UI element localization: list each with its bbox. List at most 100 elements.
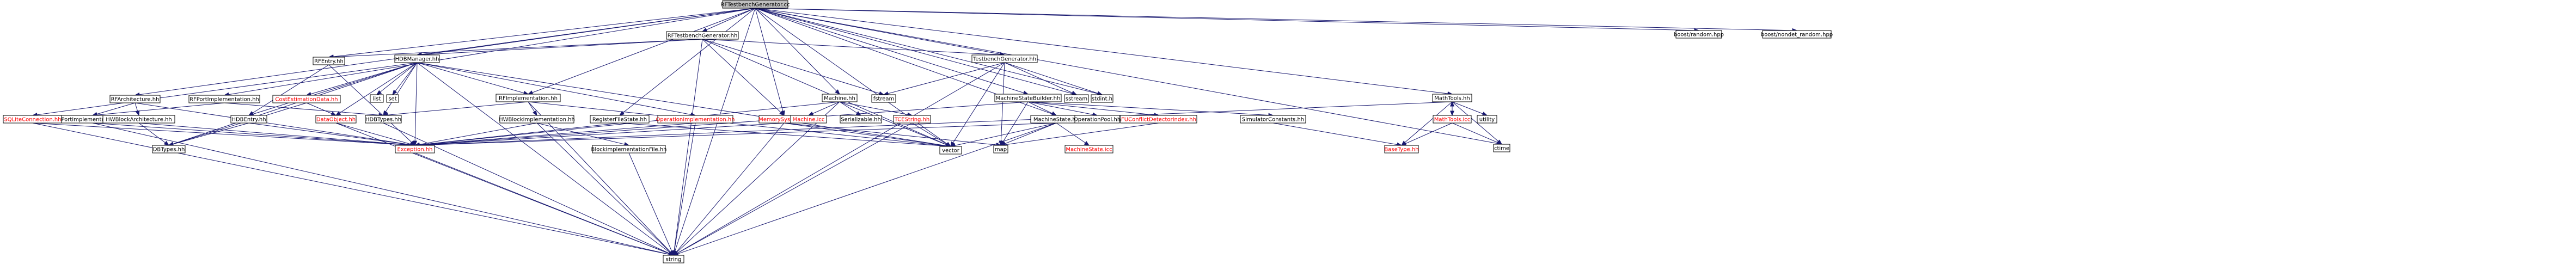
edge-hdbmanager-to-opimpl — [417, 62, 696, 116]
edge-hdbmanager-to-costest — [306, 62, 418, 96]
edge-root-to-memsys — [755, 8, 785, 116]
node-box — [1384, 145, 1419, 154]
node-hdbmanager[interactable]: HDBManager.hh — [394, 54, 440, 63]
node-label: FUConflictDetectorIndex.hh — [1121, 117, 1196, 123]
node-machine_icc[interactable]: Machine.icc — [790, 115, 827, 124]
edge-hdbmanager-to-dbtypes — [168, 62, 418, 146]
edge-memsys-to-exception — [414, 122, 785, 146]
edge-hwblockimpl-to-string — [536, 122, 674, 256]
node-testbenchgen[interactable]: TestbenchGenerator.hh — [971, 54, 1038, 63]
node-rfportimpl[interactable]: RFPortImplementation.hh — [188, 95, 260, 103]
node-boost_random[interactable]: boost/random.hpp — [1674, 30, 1724, 39]
edge-msbuilder-to-oppool — [1027, 101, 1098, 116]
edge-machinestate-to-vector — [950, 122, 1057, 147]
node-ctime[interactable]: ctime — [1493, 144, 1510, 152]
node-hwblockimpl[interactable]: HWBlockImplementation.hh — [499, 115, 575, 124]
node-hwblockarch[interactable]: HWBlockArchitecture.hh — [102, 115, 175, 124]
arrowhead — [701, 27, 708, 32]
node-serializable[interactable]: Serializable.hh — [840, 115, 882, 124]
edge-machine-to-vector — [839, 101, 951, 147]
edge-root-to-boost_nondet — [755, 8, 1797, 31]
node-oppool[interactable]: OperationPool.hh — [1074, 115, 1121, 124]
node-rfimpl[interactable]: RFImplementation.hh — [495, 94, 561, 102]
node-label: MachineStateBuilder.hh — [996, 96, 1061, 102]
node-mathtools_icc[interactable]: MathTools.icc — [1433, 115, 1472, 124]
node-vector[interactable]: vector — [939, 146, 962, 155]
edge-machinestate-to-exception — [414, 122, 1057, 146]
node-label: MathTools.hh — [1434, 96, 1470, 102]
node-box — [893, 115, 931, 124]
arrowhead — [392, 89, 397, 96]
node-rftg_h[interactable]: RFTestbenchGenerator.hh — [666, 31, 739, 40]
node-label: list — [373, 96, 381, 102]
node-list[interactable]: list — [370, 94, 384, 103]
node-msbuilder[interactable]: MachineStateBuilder.hh — [994, 94, 1062, 102]
node-box — [790, 115, 827, 124]
edge-rfarch-to-portimpl — [92, 102, 136, 116]
node-mathtools[interactable]: MathTools.hh — [1432, 94, 1472, 102]
node-tcestring[interactable]: TCEString.hh — [893, 115, 931, 124]
node-label: RFTestbenchGenerator.cc — [721, 2, 790, 8]
node-label: Machine.hh — [824, 96, 855, 102]
node-sqlite[interactable]: SQLiteConnection.hh — [3, 115, 63, 124]
edge-msbuilder-to-machinestate — [1027, 101, 1057, 116]
node-costest[interactable]: CostEstimationData.hh — [272, 95, 341, 103]
node-blockimplfile[interactable]: BlockImplementationFile.hh — [591, 145, 667, 154]
node-map[interactable]: map — [993, 145, 1008, 154]
node-box — [188, 95, 260, 103]
node-simconst[interactable]: SimulatorConstants.hh — [1240, 115, 1306, 124]
node-dataobject[interactable]: DataObject.hh — [315, 115, 357, 124]
edge-hdbtypes-to-string — [383, 122, 674, 256]
node-label: HDBEntry.hh — [231, 117, 266, 123]
node-dbtypes[interactable]: DBTypes.hh — [152, 145, 186, 154]
node-regfilestate[interactable]: RegisterFileState.hh — [590, 115, 650, 124]
node-label: DataObject.hh — [316, 117, 356, 123]
node-box — [1240, 115, 1306, 124]
node-hdbentry[interactable]: HDBEntry.hh — [230, 115, 267, 124]
node-hdbtypes[interactable]: HDBTypes.hh — [365, 115, 402, 124]
node-box — [315, 115, 357, 124]
node-rfentry[interactable]: RFEntry.hh — [313, 57, 345, 65]
node-boost_nondet[interactable]: boost/nondet_random.hpp — [1761, 30, 1833, 39]
node-label: TCEString.hh — [894, 117, 930, 123]
node-basetype[interactable]: BaseType.hh — [1384, 145, 1419, 154]
edge-opimpl-to-exception — [414, 122, 696, 146]
node-opimpl[interactable]: OperationImplementation.hh — [656, 115, 735, 124]
edge-testbenchgen-to-stdint — [1004, 62, 1103, 95]
edge-hdbmanager-to-sqlite — [32, 62, 418, 116]
edge-regfilestate-to-exception — [414, 122, 620, 146]
node-box — [109, 95, 161, 103]
edge-simconst-to-basetype — [1272, 122, 1402, 146]
node-label: Machine.icc — [793, 117, 825, 123]
node-label: RFImplementation.hh — [499, 96, 558, 102]
node-box — [499, 115, 574, 124]
node-label: OperationPool.hh — [1074, 117, 1121, 123]
node-label: boost/random.hpp — [1674, 32, 1724, 38]
edge-fuconflict-to-map — [1000, 122, 1159, 146]
node-machine[interactable]: Machine.hh — [822, 94, 858, 102]
edge-root-to-rfimpl — [528, 8, 756, 95]
node-box — [152, 145, 186, 154]
node-machinestate_icc[interactable]: MachineState.icc — [1064, 145, 1113, 154]
node-sstream[interactable]: sstream — [1064, 94, 1089, 103]
node-rfarch[interactable]: RFArchitecture.hh — [109, 95, 161, 103]
edge-machinestate-to-machinestate_icc — [1056, 122, 1090, 146]
node-box — [230, 115, 267, 124]
node-stdint[interactable]: stdint.h — [1091, 94, 1113, 103]
node-string[interactable]: string — [663, 255, 684, 263]
arrowhead — [533, 110, 537, 116]
edge-root-to-machine — [755, 8, 840, 95]
node-set[interactable]: set — [386, 94, 399, 103]
node-fstream[interactable]: fstream — [871, 94, 896, 103]
node-box — [395, 145, 435, 154]
node-exception[interactable]: Exception.hh — [395, 145, 435, 154]
node-box — [1675, 30, 1722, 39]
node-box — [666, 31, 739, 40]
node-fuconflict[interactable]: FUConflictDetectorIndex.hh — [1120, 115, 1197, 124]
edge-hwblockimpl-to-blockimplfile — [536, 122, 629, 146]
edge-rfentry-to-hdbentry — [248, 64, 329, 116]
edge-mathtools-to-utility — [1452, 101, 1488, 116]
node-utility[interactable]: utility — [1477, 115, 1497, 124]
node-box — [1762, 30, 1832, 39]
